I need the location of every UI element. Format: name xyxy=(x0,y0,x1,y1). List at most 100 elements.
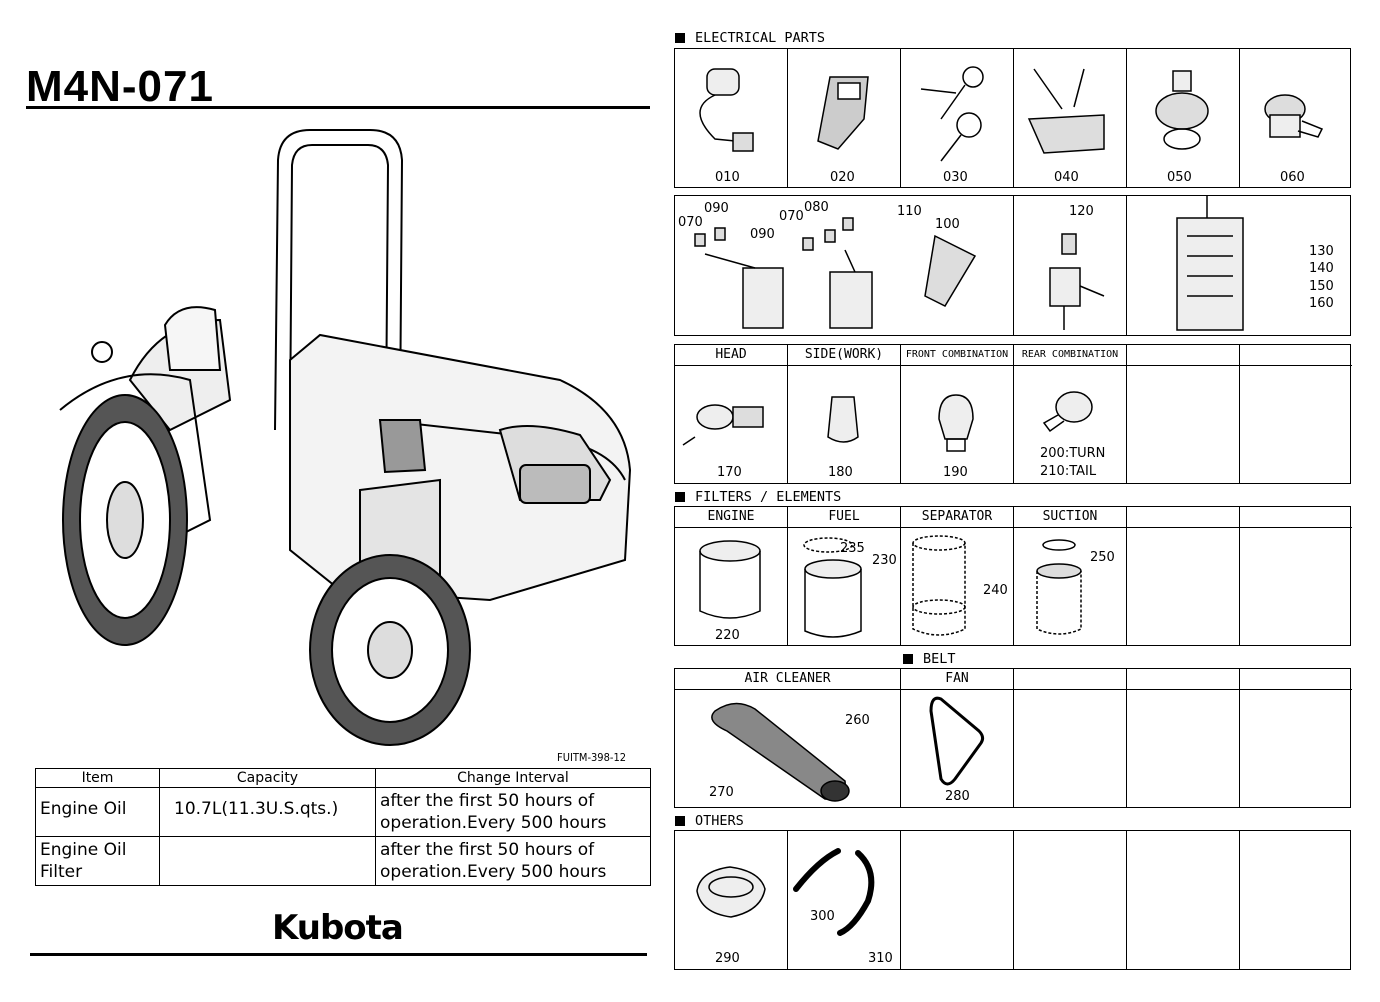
part-number: 180 xyxy=(828,465,853,480)
title-underline xyxy=(26,106,650,109)
row-interval: after the first 50 hours of operation.Ev… xyxy=(375,787,651,837)
fuse-holder-icon xyxy=(1049,233,1105,330)
part-number: 250 xyxy=(1090,550,1115,565)
part-number: 080 xyxy=(804,200,829,215)
filter-cell-engine: ENGINE 220 xyxy=(675,507,788,645)
others-cell-empty xyxy=(1240,831,1352,969)
rear-bulb-icon xyxy=(1042,391,1093,433)
radiator-hose-icon xyxy=(793,848,875,936)
header-capacity: Capacity xyxy=(159,768,376,788)
combination-switch-icon xyxy=(1027,68,1105,154)
filter-header xyxy=(1127,507,1239,528)
section-others-label: OTHERS xyxy=(695,813,744,829)
hose-cell: 300 310 xyxy=(788,831,901,969)
lamp-cell-empty xyxy=(1240,345,1352,483)
section-belt-label: BELT xyxy=(923,651,956,667)
part-number: 090 xyxy=(750,227,775,242)
section-electrical: ELECTRICAL PARTS xyxy=(675,30,825,46)
air-cleaner-cell: AIR CLEANER 260 270 xyxy=(675,669,901,807)
section-electrical-label: ELECTRICAL PARTS xyxy=(695,30,826,46)
others-cell-empty xyxy=(1127,831,1240,969)
part-number: 050 xyxy=(1167,170,1192,185)
fan-belt-cell: FAN 280 xyxy=(901,669,1014,807)
part-number: 060 xyxy=(1280,170,1305,185)
air-cleaner-icon xyxy=(711,702,850,802)
lamp-cell-front: FRONT COMBINATION 190 xyxy=(901,345,1014,483)
part-number: 235 xyxy=(840,541,865,556)
part-number: 110 xyxy=(897,204,922,219)
header-item: Item xyxy=(35,768,160,788)
filter-header: FUEL xyxy=(788,507,900,528)
part-number: 270 xyxy=(709,785,734,800)
key-icon xyxy=(920,66,984,162)
others-cell-empty xyxy=(901,831,1014,969)
rocker-switch-icon xyxy=(817,76,869,150)
filter-cell-empty xyxy=(1240,507,1352,645)
part-number: 230 xyxy=(872,553,897,568)
capacity-table: Item Capacity Change Interval Engine Oil… xyxy=(35,768,651,886)
filter-cell-separator: SEPARATOR 240 xyxy=(901,507,1014,645)
electrical-row-1: 010 020 030 040 050 060 xyxy=(674,48,1351,188)
part-number: 040 xyxy=(1054,170,1079,185)
lamps-row: HEAD 170 SIDE(WORK) 180 FRONT COMBINATIO… xyxy=(674,344,1352,484)
section-filters-label: FILTERS / ELEMENTS xyxy=(695,489,842,505)
part-number: 070 xyxy=(678,215,703,230)
lamp-cell-rear: REAR COMBINATION 200:TURN 210:TAIL xyxy=(1014,345,1127,483)
lamp-header: REAR COMBINATION xyxy=(1014,345,1126,366)
lamp-header xyxy=(1240,345,1352,366)
part-number: 210:TAIL xyxy=(1040,464,1097,479)
brand-logo: Kubota xyxy=(272,908,404,948)
oil-pressure-switch-icon xyxy=(1264,94,1324,138)
part-number: 130 xyxy=(1309,244,1334,259)
suction-filter-icon xyxy=(1036,539,1082,635)
tractor-illustration xyxy=(59,129,632,746)
air-header: FAN xyxy=(901,669,1013,690)
air-belt-row: AIR CLEANER 260 270 FAN 280 xyxy=(674,668,1352,808)
filter-header: ENGINE xyxy=(675,507,787,528)
lamp-cell-head: HEAD 170 xyxy=(675,345,788,483)
filter-header: SUCTION xyxy=(1014,507,1126,528)
part-number: 290 xyxy=(715,951,740,966)
part-number: 100 xyxy=(935,217,960,232)
row-capacity xyxy=(159,836,376,886)
head-bulb-icon xyxy=(682,404,764,446)
filter-header xyxy=(1240,507,1352,528)
part-number: 260 xyxy=(845,713,870,728)
separator-filter-icon xyxy=(912,535,966,636)
part-number: 140 xyxy=(1309,261,1334,276)
belt-cell-empty xyxy=(1014,669,1127,807)
fuse-box-cell: 130 140 150 160 xyxy=(1127,196,1352,335)
ignition-switch-icon xyxy=(699,68,754,152)
lamp-header xyxy=(1127,345,1239,366)
part-number: 090 xyxy=(704,201,729,216)
air-header: AIR CLEANER xyxy=(675,669,900,690)
relay-fuse-cell: 090 070 090 080 070 110 100 xyxy=(675,196,1014,335)
part-cell-120: 120 xyxy=(1014,196,1127,335)
part-number: 300 xyxy=(810,909,835,924)
air-header xyxy=(1014,669,1126,690)
part-number: 030 xyxy=(943,170,968,185)
filter-cell-suction: SUCTION 250 xyxy=(1014,507,1127,645)
bottom-rule xyxy=(30,953,647,956)
part-cell-030: 030 xyxy=(901,49,1014,187)
model-title: M4N-071 xyxy=(26,62,214,111)
part-number: 310 xyxy=(868,951,893,966)
row-capacity: 10.7L(11.3U.S.qts.) xyxy=(159,787,376,837)
section-others: OTHERS xyxy=(675,813,744,829)
table-row: Engine Oil Filter after the first 50 hou… xyxy=(35,836,651,886)
others-row: 290 300 310 xyxy=(674,830,1351,970)
part-number: 170 xyxy=(717,465,742,480)
part-number: 020 xyxy=(830,170,855,185)
part-cell-020: 020 xyxy=(788,49,901,187)
table-row: Engine Oil 10.7L(11.3U.S.qts.) after the… xyxy=(35,787,651,837)
part-number: 010 xyxy=(715,170,740,185)
filter-cell-empty xyxy=(1127,507,1240,645)
part-number: 220 xyxy=(715,628,740,643)
filter-header: SEPARATOR xyxy=(901,507,1013,528)
belt-cell-empty xyxy=(1127,669,1240,807)
belt-cell-empty xyxy=(1240,669,1352,807)
side-bulb-icon xyxy=(827,396,859,443)
filters-row: ENGINE 220 FUEL 235 230 SEPARATOR 240 SU… xyxy=(674,506,1352,646)
thermostat-icon xyxy=(1155,70,1209,150)
lamp-header: FRONT COMBINATION xyxy=(901,345,1013,366)
